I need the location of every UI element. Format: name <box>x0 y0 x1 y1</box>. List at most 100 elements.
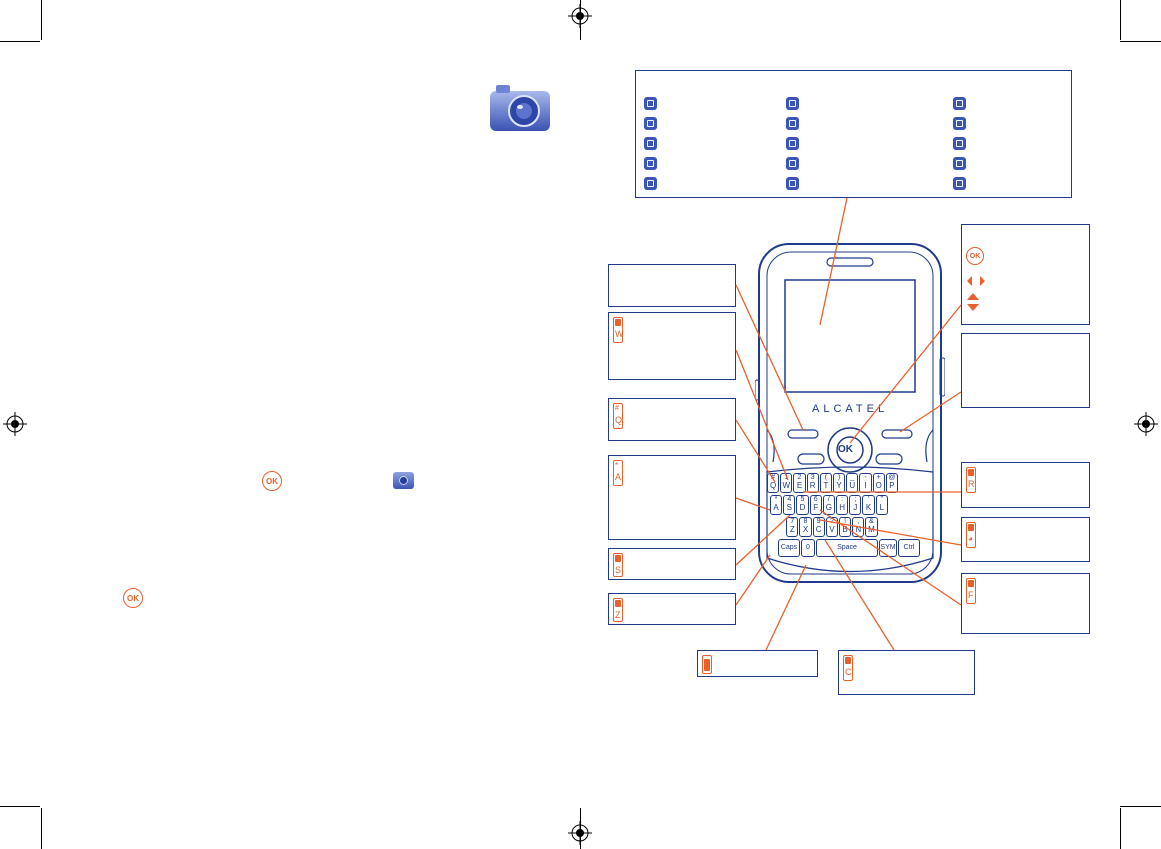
resolution-icon <box>644 97 657 110</box>
ctrl-key: Ctrl <box>898 539 920 557</box>
zero-key: 0 <box>801 539 815 557</box>
key-letter: Y <box>836 481 842 490</box>
key-m: &M <box>865 517 878 537</box>
timer-icon <box>644 157 657 170</box>
key-letter: W <box>782 481 791 490</box>
key-letter: Z <box>789 525 795 534</box>
callout-z-key: Z <box>608 593 736 625</box>
key-b: !B <box>839 517 852 537</box>
key-letter: P <box>889 481 895 490</box>
camera-icon <box>490 85 550 131</box>
key-k: 'K <box>862 495 875 515</box>
key-letter: X <box>802 525 809 534</box>
key-letter: H <box>839 503 845 512</box>
upload-icon <box>953 177 966 190</box>
key-symbol: 2 <box>797 474 802 481</box>
key-letter: Q <box>769 481 777 490</box>
border-icon <box>786 177 799 190</box>
callout-navigation: OK <box>961 224 1090 325</box>
key-letter: V <box>829 525 835 534</box>
key-symbol: * <box>774 496 778 503</box>
callout-left-softkey <box>608 264 736 307</box>
key-p: @P <box>885 473 898 493</box>
up-arrow-icon <box>967 293 979 300</box>
key-letter: E <box>796 481 803 490</box>
frame-icon <box>953 137 966 150</box>
key-letter: B <box>842 525 848 534</box>
save-icon <box>953 117 966 130</box>
key-o: +O <box>872 473 885 493</box>
white-balance-icon <box>644 137 657 150</box>
key-letter: N <box>855 525 862 534</box>
ok-key-icon: OK <box>262 471 282 491</box>
registration-mark-icon <box>568 4 592 28</box>
key-letter: J <box>853 503 858 512</box>
key-letter: I <box>864 481 867 490</box>
callout-f-key: F <box>961 573 1090 634</box>
crop-mark <box>41 808 42 849</box>
key-symbol: ) <box>837 474 841 481</box>
callout-c-key: C <box>838 650 975 695</box>
phone-illustration <box>755 243 945 583</box>
effects-icon <box>786 157 799 170</box>
callout-zero-key <box>697 650 818 677</box>
space-key: Space <box>816 539 878 557</box>
crop-mark <box>0 41 40 42</box>
key-symbol: 3 <box>810 474 815 481</box>
key-n: ,N <box>852 517 865 537</box>
down-arrow-icon <box>967 304 979 311</box>
camera-small-icon <box>393 472 414 489</box>
key-v: ?V <box>825 517 838 537</box>
registration-mark-icon <box>1134 412 1158 436</box>
key-symbol: 6 <box>813 496 818 503</box>
crop-mark <box>1120 808 1121 849</box>
key-symbol: ( <box>824 474 828 481</box>
key-symbol: 9 <box>816 518 821 525</box>
key-j: ;J <box>849 495 862 515</box>
key-l: "L <box>875 495 888 515</box>
help-icon <box>644 117 657 130</box>
key-symbol: - <box>864 474 867 481</box>
registration-mark-icon <box>568 821 592 845</box>
icon-legend-box <box>635 70 1072 198</box>
key-t: (T <box>819 473 832 493</box>
key-i: -I <box>859 473 872 493</box>
key-letter: S <box>786 503 792 512</box>
key-letter: T <box>823 481 829 490</box>
key-y: )Y <box>833 473 846 493</box>
storage-icon <box>953 157 966 170</box>
key-letter: A <box>773 503 779 512</box>
key-letter: R <box>809 481 816 490</box>
key-symbol: + <box>876 474 881 481</box>
c-key-icon: C <box>843 655 853 681</box>
w-key-icon: W <box>613 317 624 343</box>
flash-icon <box>644 177 657 190</box>
callout-d-key: ◕ <box>961 517 1090 562</box>
key-letter: G <box>825 503 832 512</box>
registration-mark-icon <box>3 412 27 436</box>
key-letter: L <box>879 503 884 512</box>
f-key-icon: F <box>966 578 976 604</box>
callout-w-key: W <box>608 312 736 380</box>
key-letter: D <box>799 503 806 512</box>
key-symbol: 4 <box>787 496 792 503</box>
crop-mark <box>1120 0 1121 40</box>
night-mode-icon <box>786 97 799 110</box>
crop-mark <box>0 806 40 807</box>
zero-key-icon <box>702 655 712 674</box>
left-right-arrows-icon <box>967 276 985 286</box>
callout-s-key: S <box>608 548 736 580</box>
key-symbol: " <box>880 496 883 503</box>
key-symbol: 5 <box>800 496 805 503</box>
q-key-icon: #Q <box>613 403 623 429</box>
key-symbol: : <box>841 496 844 503</box>
key-letter: O <box>875 481 882 490</box>
ok-key-icon: OK <box>123 588 143 608</box>
key-g: /G <box>822 495 835 515</box>
